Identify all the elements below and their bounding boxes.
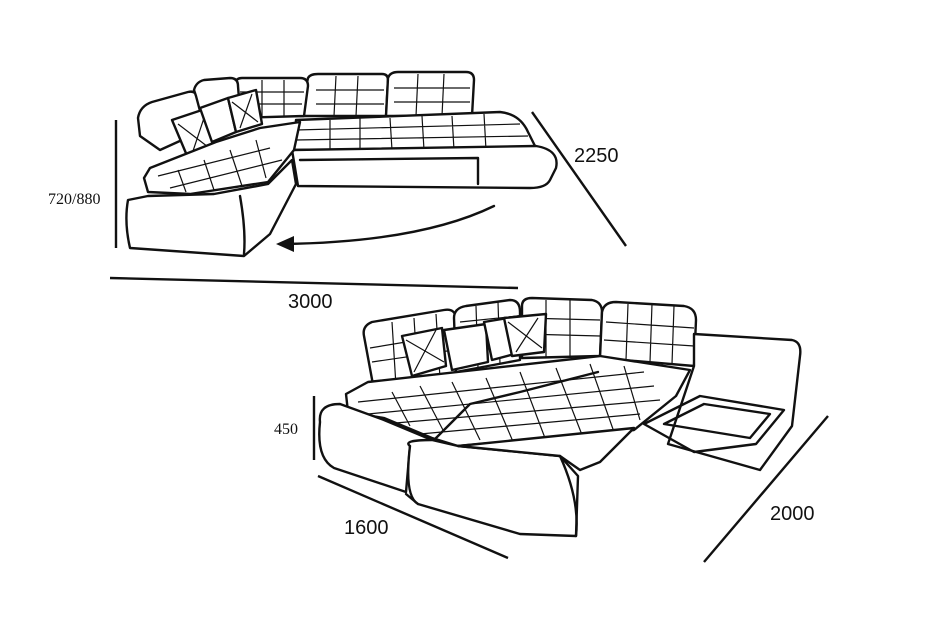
depth-dimension-line	[531, 111, 627, 247]
bed-length-label: 2000	[770, 503, 815, 525]
bed-width-dimension-line	[317, 474, 509, 560]
width-dimension-line	[109, 276, 519, 290]
back-cushion	[384, 70, 476, 118]
depth-label: 2250	[574, 145, 619, 167]
rotation-arrow	[282, 204, 496, 246]
sofa-base	[456, 426, 636, 472]
back-cushion	[598, 300, 698, 368]
height-label: 720/880	[48, 191, 100, 208]
bed-width-label: 1600	[344, 517, 389, 539]
throw-pillow	[442, 322, 490, 372]
storage-opening	[662, 402, 772, 440]
throw-pillow	[226, 88, 264, 134]
seat-cushion	[292, 110, 538, 152]
top-sofa-folded	[109, 70, 627, 290]
bottom-sofa-bed	[312, 296, 829, 563]
sofa-base	[290, 144, 558, 190]
seat-cushion	[142, 120, 302, 196]
back-cushion	[298, 72, 390, 118]
bed-length-dimension-line	[703, 415, 829, 563]
bed-bolster	[407, 438, 580, 538]
width-label: 3000	[288, 291, 333, 313]
seat-height-label: 450	[274, 421, 298, 438]
sofa-base	[125, 158, 298, 258]
arrow-head-icon	[276, 236, 294, 252]
